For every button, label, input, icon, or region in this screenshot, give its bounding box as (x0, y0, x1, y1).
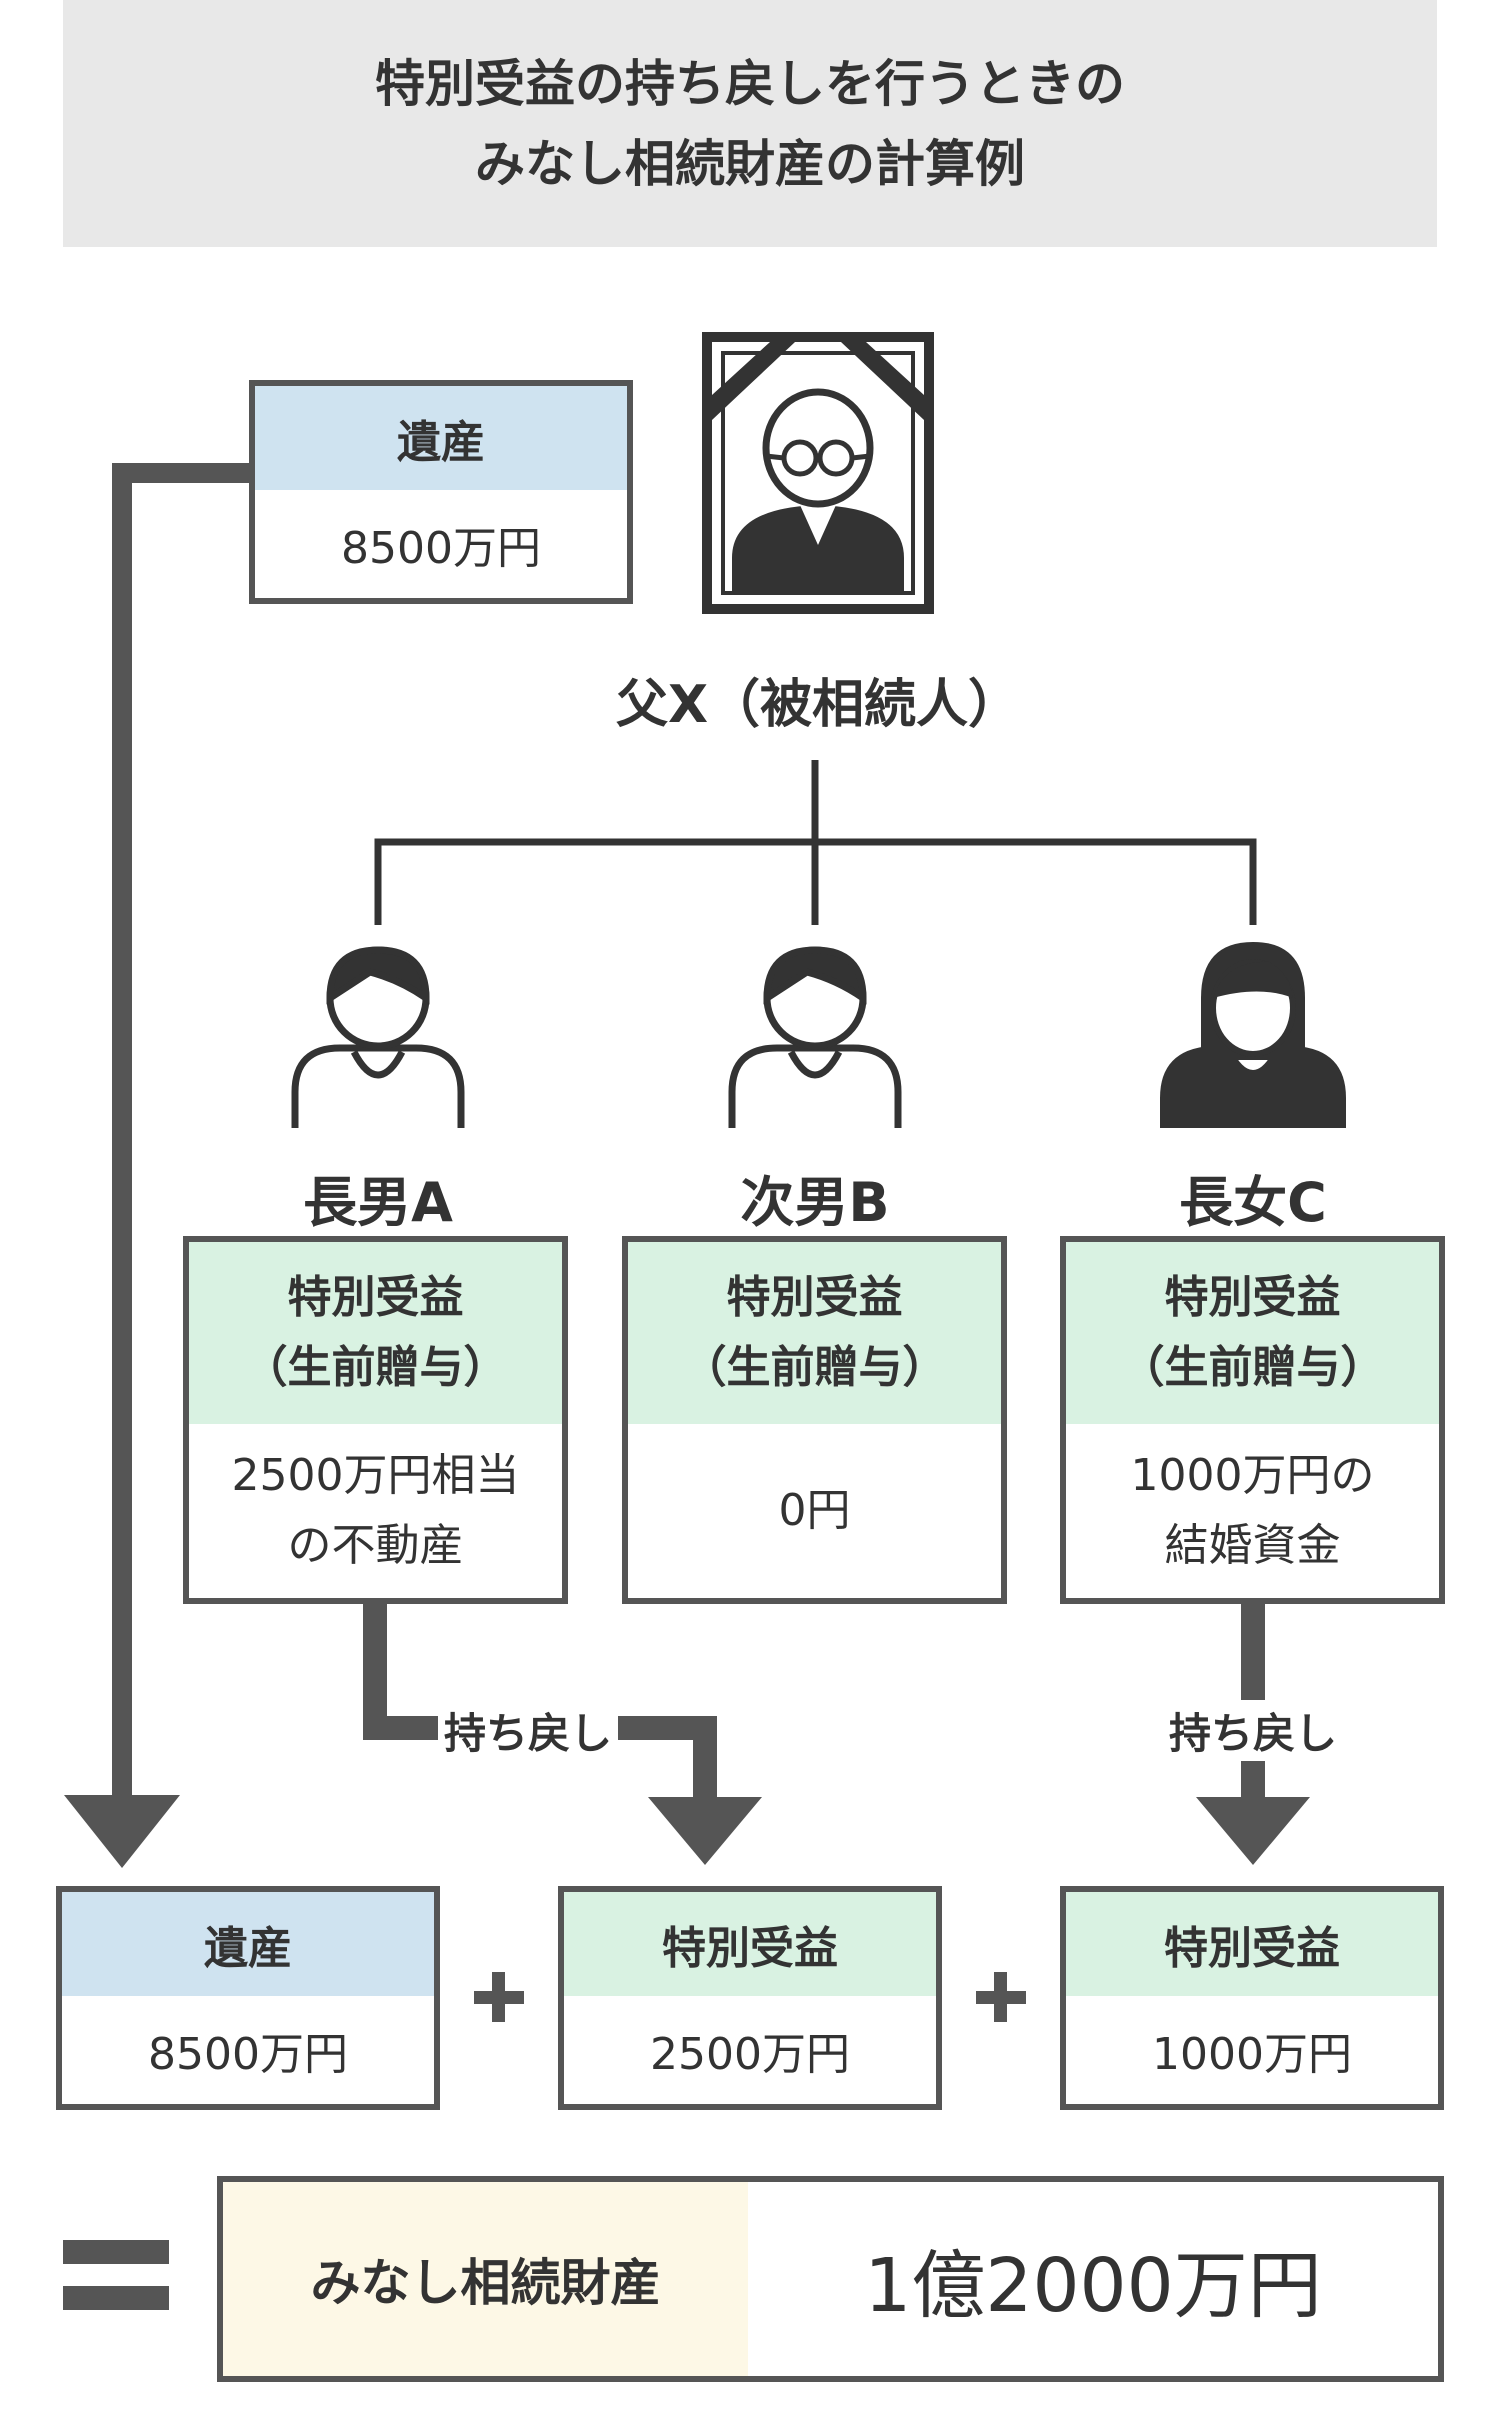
benefit-header-line2: （生前贈与） (682, 1342, 947, 1393)
family-tree-lines (374, 760, 1257, 925)
benefit-header-line2: （生前贈与） (1120, 1342, 1385, 1393)
person-icon-a (291, 946, 465, 1128)
result-value: 1億2000万円 (864, 2242, 1322, 2329)
result-box: みなし相続財産 1億2000万円 (217, 2176, 1444, 2382)
estate-box-top: 遺産 8500万円 (249, 380, 633, 604)
woman-icon-c (1160, 942, 1346, 1128)
mochimodoshi-arrowhead-c (1196, 1797, 1310, 1865)
equals-icon (63, 2240, 169, 2310)
benefit-body: 2500万円相当 の不動産 (189, 1424, 562, 1598)
person-icon-b (728, 946, 902, 1128)
estate-arrow (112, 463, 250, 1795)
title-line-1: 特別受益の持ち戻しを行うときの (375, 54, 1125, 113)
sum-header: 特別受益 (564, 1892, 936, 1996)
benefit-header-line1: 特別受益 (287, 1272, 464, 1323)
benefit-body: 0円 (628, 1424, 1001, 1598)
plus-icon-2 (976, 1972, 1026, 2022)
benefit-body-line2: の不動産 (287, 1520, 464, 1571)
portrait-icon (702, 332, 934, 614)
sum-box-estate: 遺産 8500万円 (56, 1886, 440, 2110)
benefit-body-line1: 1000万円の (1130, 1450, 1375, 1501)
benefit-box-a: 特別受益 （生前贈与） 2500万円相当 の不動産 (183, 1236, 568, 1604)
estate-value: 8500万円 (341, 523, 541, 574)
benefit-header: 特別受益 （生前贈与） (189, 1242, 562, 1424)
result-label: みなし相続財産 (223, 2182, 748, 2376)
benefit-header: 特別受益 （生前贈与） (1066, 1242, 1439, 1424)
sum-box-benefit-c: 特別受益 1000万円 (1060, 1886, 1444, 2110)
benefit-body-line1: 0円 (778, 1485, 851, 1536)
estate-arrowhead (64, 1795, 180, 1868)
mochimodoshi-label-a: 持ち戻し (438, 1700, 619, 1761)
sum-value: 8500万円 (148, 2029, 348, 2080)
deceased-label: 父X（被相続人） (615, 675, 1021, 735)
mochimodoshi-label-c: 持ち戻し (1163, 1700, 1344, 1761)
sum-value: 1000万円 (1152, 2029, 1352, 2080)
heir-name-c: 長女C (1179, 1171, 1327, 1234)
heir-name-b: 次男B (740, 1171, 890, 1234)
heir-name-a: 長男A (303, 1171, 453, 1234)
mochimodoshi-arrowhead-a (648, 1797, 762, 1865)
benefit-body-line2: 結婚資金 (1164, 1520, 1341, 1571)
sum-header: 遺産 (62, 1892, 434, 1996)
sum-box-benefit-a: 特別受益 2500万円 (558, 1886, 942, 2110)
title-band: 特別受益の持ち戻しを行うときの みなし相続財産の計算例 (63, 0, 1437, 247)
benefit-box-b: 特別受益 （生前贈与） 0円 (622, 1236, 1007, 1604)
sum-header: 特別受益 (1066, 1892, 1438, 1996)
benefit-box-c: 特別受益 （生前贈与） 1000万円の 結婚資金 (1060, 1236, 1445, 1604)
plus-icon-1 (474, 1972, 524, 2022)
benefit-body: 1000万円の 結婚資金 (1066, 1424, 1439, 1598)
benefit-body-line1: 2500万円相当 (231, 1450, 520, 1501)
benefit-header-line1: 特別受益 (726, 1272, 903, 1323)
estate-header: 遺産 (255, 386, 627, 490)
benefit-header-line2: （生前贈与） (243, 1342, 508, 1393)
benefit-header-line1: 特別受益 (1164, 1272, 1341, 1323)
title-line-2: みなし相続財産の計算例 (475, 134, 1025, 193)
benefit-header: 特別受益 （生前贈与） (628, 1242, 1001, 1424)
sum-value: 2500万円 (650, 2029, 850, 2080)
